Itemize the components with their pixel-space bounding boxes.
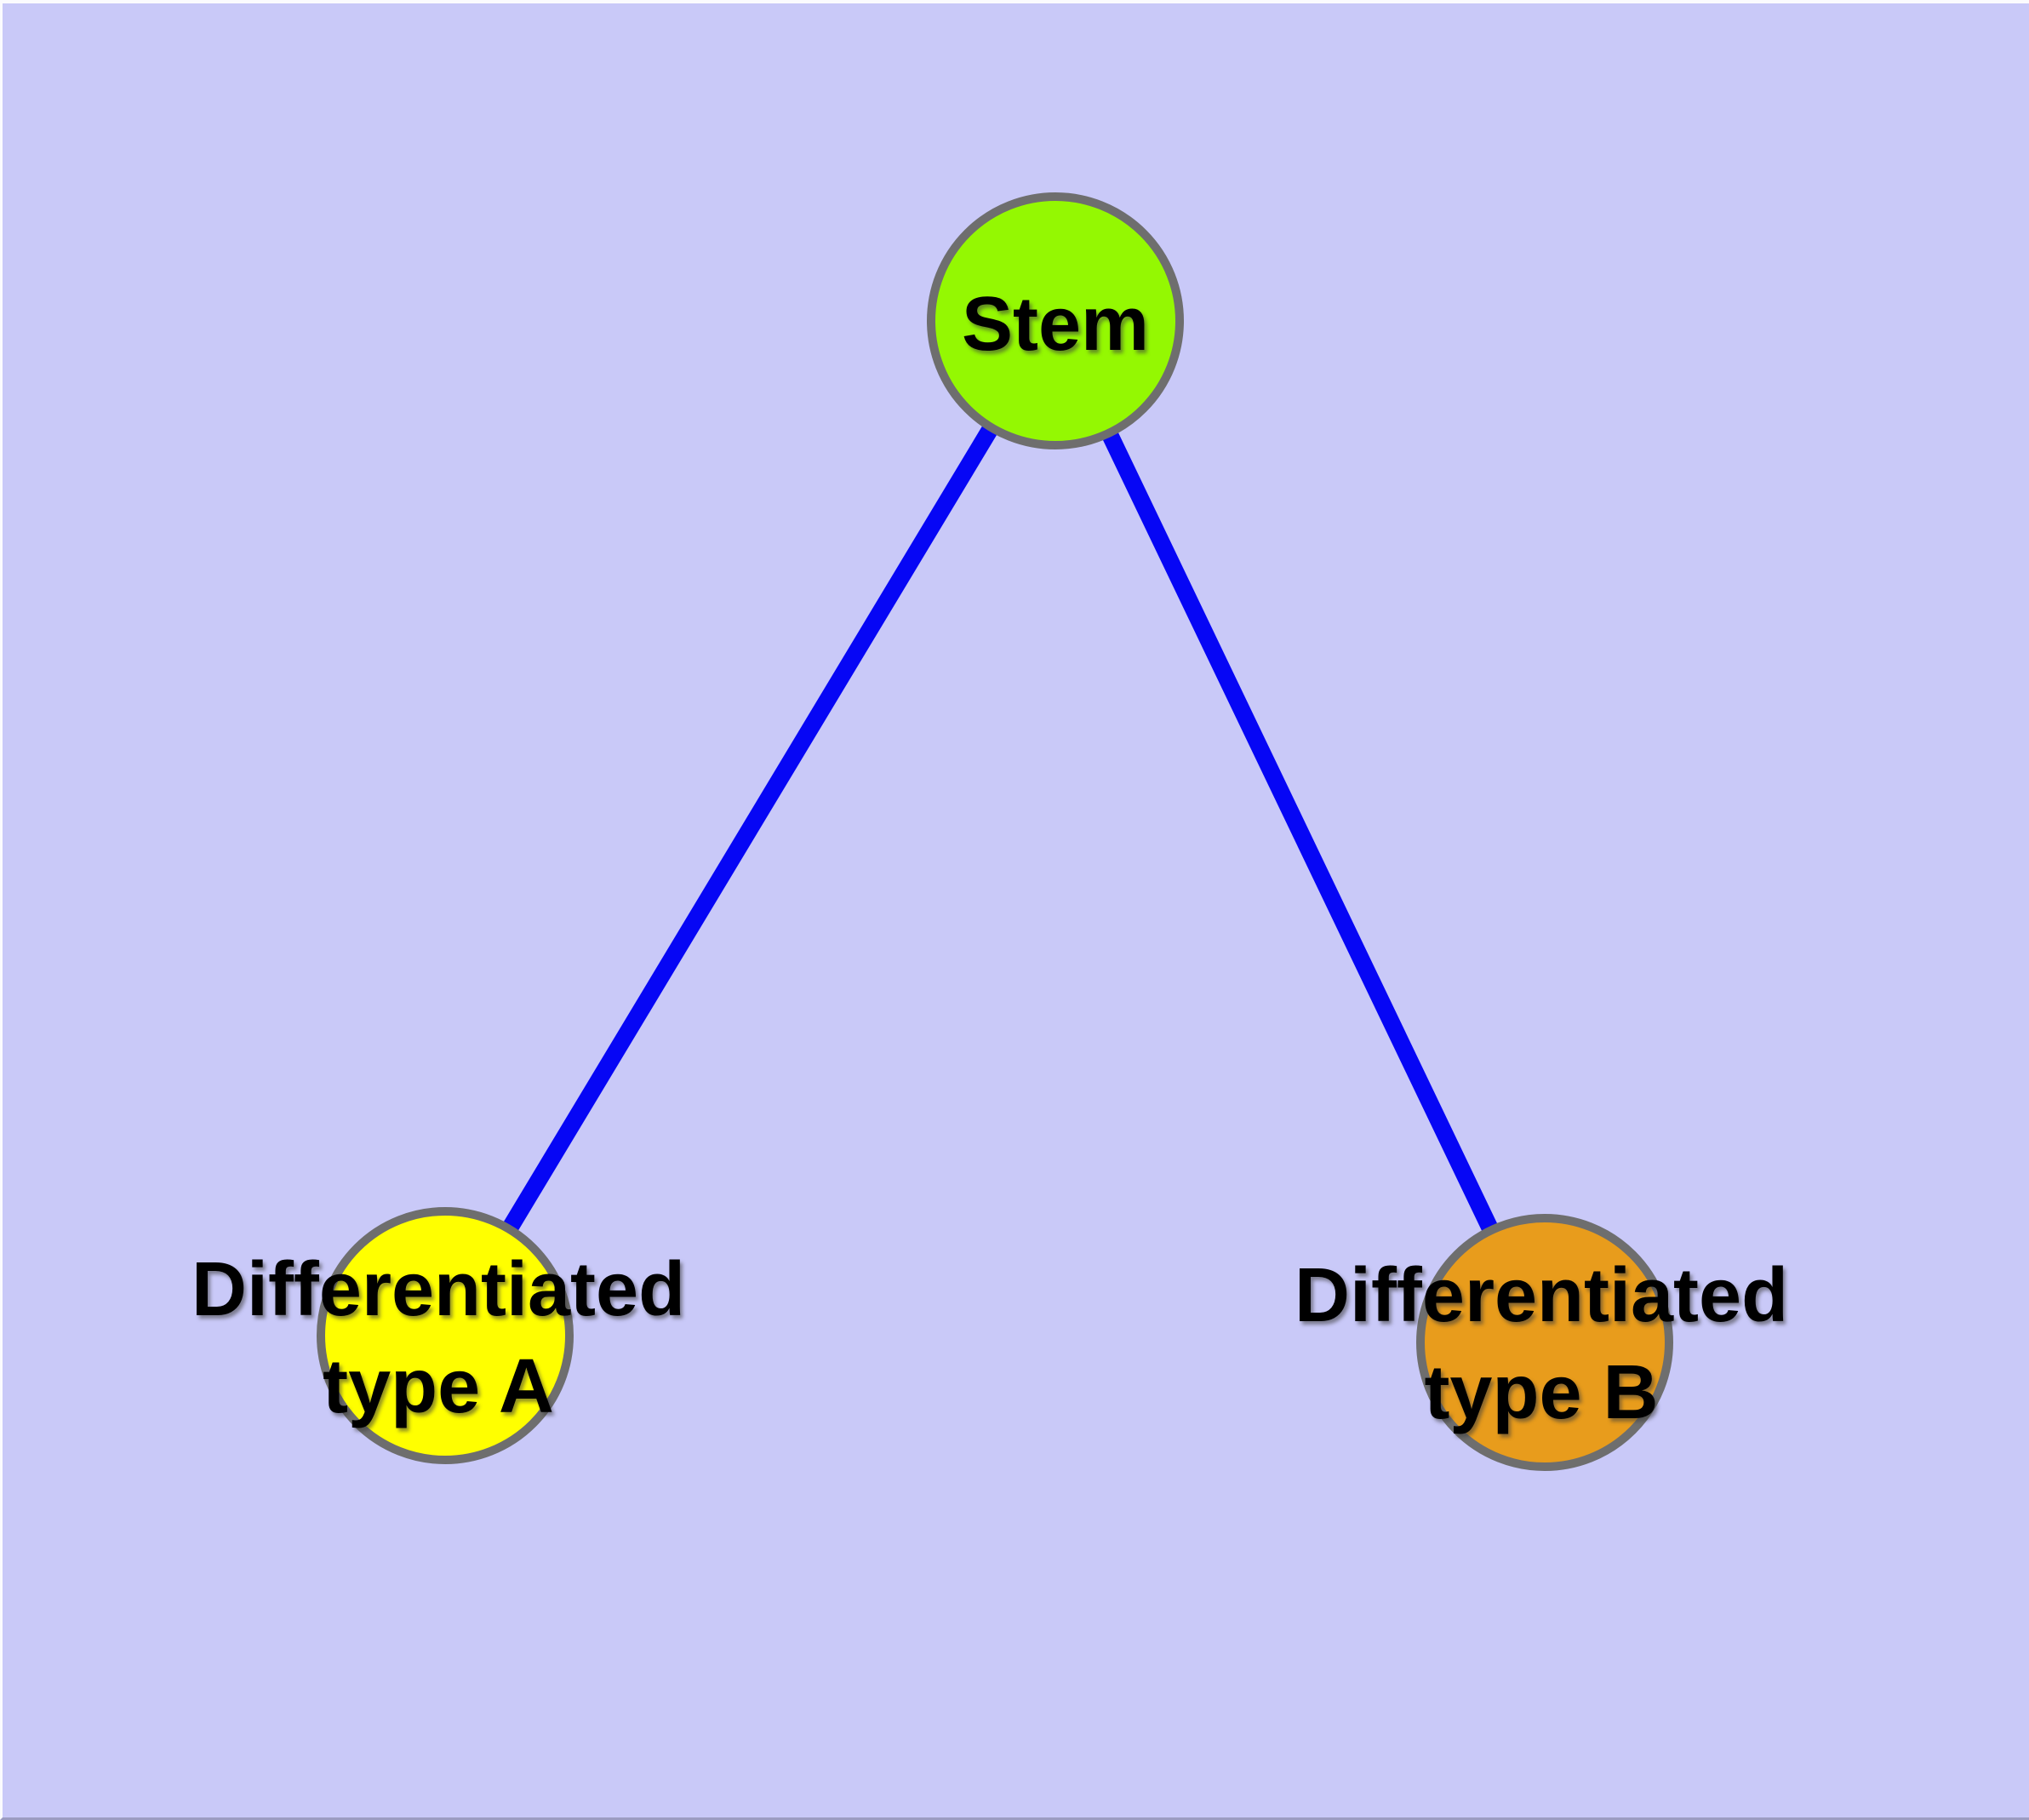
node-stem-circle[interactable] [927,192,1184,449]
node-type-a-label-line2: type A [323,1344,554,1429]
node-type-a-circle[interactable] [317,1207,574,1464]
node-type-b-label-line2: type B [1424,1350,1659,1435]
edges-layer [437,316,1553,1347]
node-type-a-label-line1: Differentiated [191,1247,686,1332]
node-stem-label: Stem [961,282,1150,367]
node-type-b-label-line1: Differentiated [1294,1253,1789,1338]
node-type-a-label: Differentiated type A [191,1241,685,1435]
node-type-b-circle[interactable] [1416,1214,1673,1471]
edge-stem-to-type-b [1047,317,1553,1347]
edge-stem-to-type-a [437,316,1063,1341]
node-type-b-label: Differentiated type B [1295,1247,1788,1441]
